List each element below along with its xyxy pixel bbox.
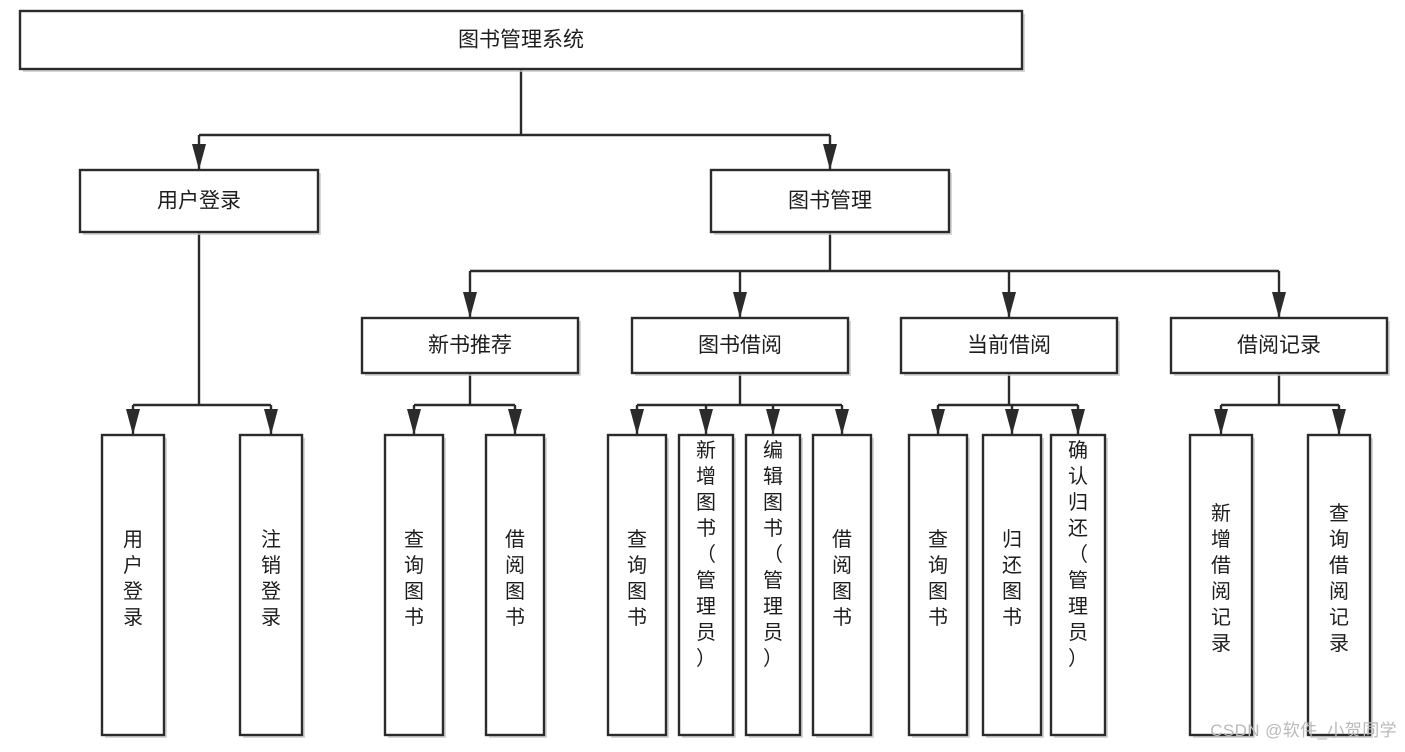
node-rect[interactable] (630, 316, 850, 375)
node-leaf-12[interactable]: 查询借阅记录 (1306, 433, 1373, 738)
node-rect[interactable] (360, 316, 580, 375)
node-label: 当前借阅 (967, 334, 1051, 357)
arrow-head-icon (835, 409, 849, 435)
arrow-head-icon (126, 409, 140, 435)
node-rect[interactable] (677, 433, 735, 737)
node-rect[interactable] (1169, 316, 1389, 375)
node-rect[interactable] (907, 433, 969, 737)
node-label: 借阅图书 (505, 528, 525, 629)
node-label: 图书借阅 (698, 334, 782, 357)
node-leaf-10[interactable]: 确认归还（管理员） (1049, 433, 1108, 738)
node-label: 查询图书 (404, 528, 424, 629)
node-level3-0[interactable]: 新书推荐 (360, 316, 581, 376)
node-label: 借阅图书 (832, 528, 852, 629)
node-rect[interactable] (484, 433, 546, 737)
node-leaf-0[interactable]: 用户登录 (100, 433, 167, 738)
node-label: 查询图书 (928, 528, 948, 629)
node-label: 查询图书 (627, 528, 647, 629)
node-rect[interactable] (78, 168, 320, 234)
arrow-head-icon (630, 409, 644, 435)
arrow-head-icon (463, 292, 477, 318)
node-rect[interactable] (811, 433, 873, 737)
arrow-head-icon (1005, 409, 1019, 435)
arrow-head-icon (264, 409, 278, 435)
node-label: 编辑图书（管理员） (763, 439, 783, 670)
node-rect[interactable] (1306, 433, 1372, 737)
arrow-head-icon (1071, 409, 1085, 435)
arrow-head-icon (407, 409, 421, 435)
node-leaf-2[interactable]: 查询图书 (383, 433, 446, 738)
node-leaf-7[interactable]: 借阅图书 (811, 433, 874, 738)
node-label: 图书管理系统 (458, 29, 584, 52)
node-label: 查询借阅记录 (1329, 502, 1349, 655)
arrow-head-icon (1214, 409, 1228, 435)
node-label: 借阅记录 (1237, 334, 1321, 357)
node-leaf-1[interactable]: 注销登录 (238, 433, 305, 738)
node-rect[interactable] (1188, 433, 1254, 737)
arrow-head-icon (1002, 292, 1016, 318)
node-label: 新增借阅记录 (1211, 502, 1231, 655)
node-label: 用户登录 (123, 529, 143, 629)
node-leaf-11[interactable]: 新增借阅记录 (1188, 433, 1255, 738)
node-label: 归还图书 (1002, 528, 1022, 629)
node-rect[interactable] (18, 9, 1024, 71)
node-leaf-9[interactable]: 归还图书 (981, 433, 1044, 738)
node-rect[interactable] (744, 433, 802, 737)
arrow-head-icon (823, 144, 837, 170)
node-level3-2[interactable]: 当前借阅 (899, 316, 1120, 376)
node-label: 确认归还（管理员） (1068, 439, 1088, 670)
node-rect[interactable] (709, 168, 951, 234)
arrow-head-icon (766, 409, 780, 435)
arrow-head-icon (699, 409, 713, 435)
node-rect[interactable] (383, 433, 445, 737)
node-level2-1[interactable]: 图书管理 (709, 168, 952, 235)
node-rect[interactable] (899, 316, 1119, 375)
node-level3-1[interactable]: 图书借阅 (630, 316, 851, 376)
node-label: 新书推荐 (428, 334, 512, 357)
node-rect[interactable] (238, 433, 304, 737)
node-level3-3[interactable]: 借阅记录 (1169, 316, 1390, 376)
node-rect[interactable] (981, 433, 1043, 737)
arrow-head-icon (733, 292, 747, 318)
node-leaf-4[interactable]: 查询图书 (606, 433, 669, 738)
arrow-head-icon (1332, 409, 1346, 435)
arrow-head-icon (508, 409, 522, 435)
node-label: 用户登录 (157, 190, 241, 213)
node-leaf-8[interactable]: 查询图书 (907, 433, 970, 738)
arrow-head-icon (192, 144, 206, 170)
node-label: 新增图书（管理员） (696, 439, 716, 670)
node-level2-0[interactable]: 用户登录 (78, 168, 321, 235)
node-label: 注销登录 (261, 528, 281, 629)
node-label: 图书管理 (788, 190, 872, 213)
node-rect[interactable] (606, 433, 668, 737)
connector-layer (126, 69, 1346, 435)
node-layer: 图书管理系统用户登录图书管理新书推荐图书借阅当前借阅借阅记录用户登录注销登录查询… (18, 9, 1390, 738)
arrow-head-icon (1272, 292, 1286, 318)
arrow-head-icon (931, 409, 945, 435)
node-leaf-3[interactable]: 借阅图书 (484, 433, 547, 738)
node-rect[interactable] (1049, 433, 1107, 737)
node-root-0[interactable]: 图书管理系统 (18, 9, 1025, 72)
node-leaf-6[interactable]: 编辑图书（管理员） (744, 433, 803, 738)
node-leaf-5[interactable]: 新增图书（管理员） (677, 433, 736, 738)
node-rect[interactable] (100, 433, 166, 737)
